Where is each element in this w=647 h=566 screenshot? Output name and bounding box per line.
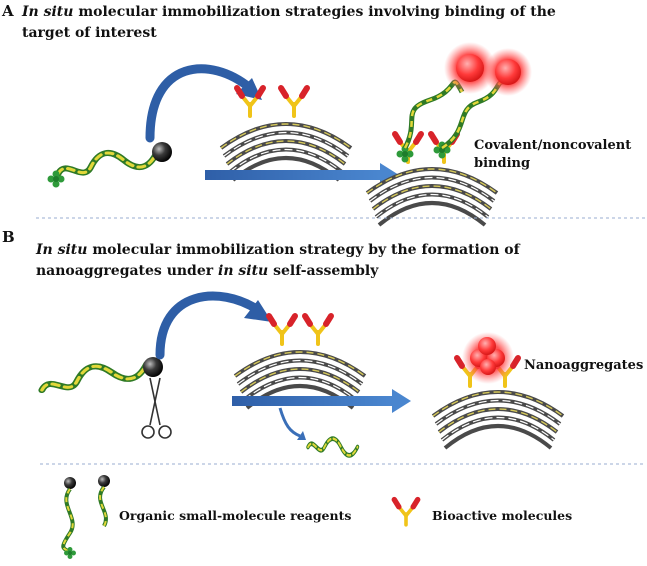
- legend: [61, 475, 417, 559]
- panel-b-title-line2: nanoaggregates under in situ self-assemb…: [36, 261, 378, 281]
- panel-b: [39, 291, 565, 455]
- result-a: [365, 42, 532, 227]
- legend-bioactive-icon: [394, 500, 417, 525]
- scissors-icon: [141, 377, 172, 439]
- panel-b-title-line1: In situ molecular immobilization strateg…: [36, 240, 520, 260]
- reagent-strand-a: [47, 142, 172, 188]
- panel-b-title2-pre: nanoaggregates under: [36, 263, 218, 279]
- panel-a-title-rest: molecular immobilization strategies invo…: [73, 4, 556, 20]
- curved-arrow-a: [145, 64, 262, 143]
- reagent-strand-b: [39, 354, 172, 439]
- legend-bioactive-label: Bioactive molecules: [432, 508, 573, 523]
- panel-b-title2-italic: in situ: [218, 263, 269, 279]
- result-b: [431, 332, 565, 450]
- result-b-label: Nanoaggregates: [524, 358, 644, 373]
- panel-b-title-rest: molecular immobilization strategy by the…: [87, 242, 520, 258]
- curved-arrow-b: [155, 291, 272, 360]
- panel-b-title2-post: self-assembly: [268, 263, 379, 279]
- result-a-label-2: binding: [474, 156, 531, 171]
- membrane-b: [233, 316, 367, 410]
- straight-arrow-b: [232, 389, 411, 413]
- legend-reagent-label: Organic small-molecule reagents: [119, 508, 352, 523]
- legend-reagent-icon: [61, 475, 110, 559]
- panel-a-letter: A: [2, 2, 14, 20]
- release-arrow-b: [278, 407, 358, 455]
- membrane-a: [219, 88, 353, 182]
- panel-a-title-line1: In situ molecular immobilization strateg…: [22, 2, 556, 22]
- panel-a-title-line2: target of interest: [22, 25, 157, 41]
- panel-a-title-italic: In situ: [22, 4, 74, 20]
- panel-a: [47, 42, 532, 227]
- result-a-label-1: Covalent/noncovalent: [474, 138, 632, 153]
- panel-b-title-italic: In situ: [36, 242, 88, 258]
- panel-b-letter: B: [2, 228, 15, 246]
